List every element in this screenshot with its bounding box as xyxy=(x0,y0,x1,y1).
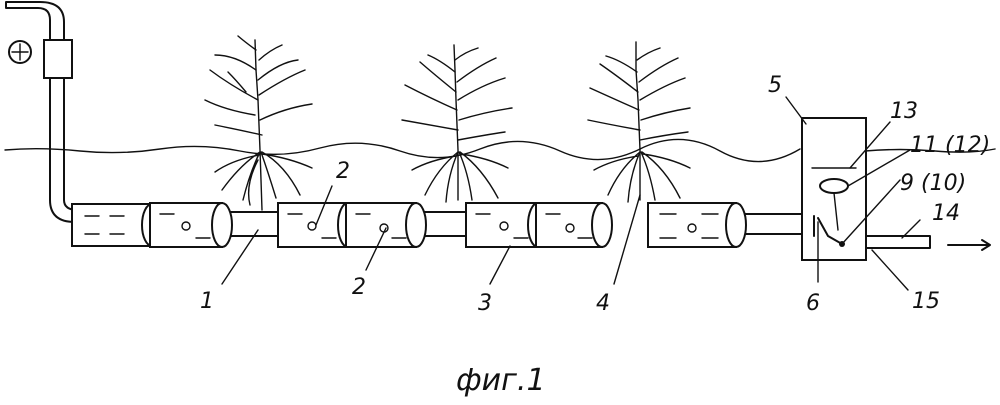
label-2a: 2 xyxy=(336,159,350,184)
filter-box xyxy=(44,40,72,78)
outlet-pipe xyxy=(866,236,930,248)
label-15: 15 xyxy=(912,289,940,314)
fan-icon-cross xyxy=(12,44,28,60)
leader-line-4 xyxy=(614,195,640,284)
label-4: 4 xyxy=(596,291,610,316)
intake-hood xyxy=(6,2,64,40)
label-11: 11 (12) xyxy=(910,133,990,158)
leader-line-5 xyxy=(786,97,806,124)
label-5: 5 xyxy=(768,73,782,98)
collection-well xyxy=(802,118,866,260)
label-14: 14 xyxy=(932,201,960,226)
drain-pipe-assembly xyxy=(72,203,810,247)
ground-surface-line xyxy=(5,139,800,161)
porous-cylinder xyxy=(346,203,426,247)
label-6: 6 xyxy=(806,291,820,316)
porous-cylinder xyxy=(536,203,612,247)
pipe-connector-line xyxy=(742,214,810,234)
porous-cylinder xyxy=(72,204,162,246)
label-2b: 2 xyxy=(352,275,366,300)
label-3: 3 xyxy=(478,291,492,316)
porous-cylinder xyxy=(150,203,232,247)
pipe-connector-line xyxy=(420,212,468,236)
figure-caption: фиг.1 xyxy=(456,363,546,398)
label-13: 13 xyxy=(890,99,918,124)
label-1: 1 xyxy=(200,289,214,314)
tree-right xyxy=(588,42,690,202)
tree-left xyxy=(205,36,312,210)
flow-arrow xyxy=(948,240,990,250)
leader-line-15 xyxy=(872,250,908,290)
tree-middle xyxy=(402,45,512,202)
pipe-connector-line xyxy=(230,212,280,236)
leader-line-3 xyxy=(490,246,510,284)
air-intake-assembly xyxy=(6,2,78,222)
label-9: 9 (10) xyxy=(900,171,966,196)
porous-cylinder xyxy=(648,203,746,247)
